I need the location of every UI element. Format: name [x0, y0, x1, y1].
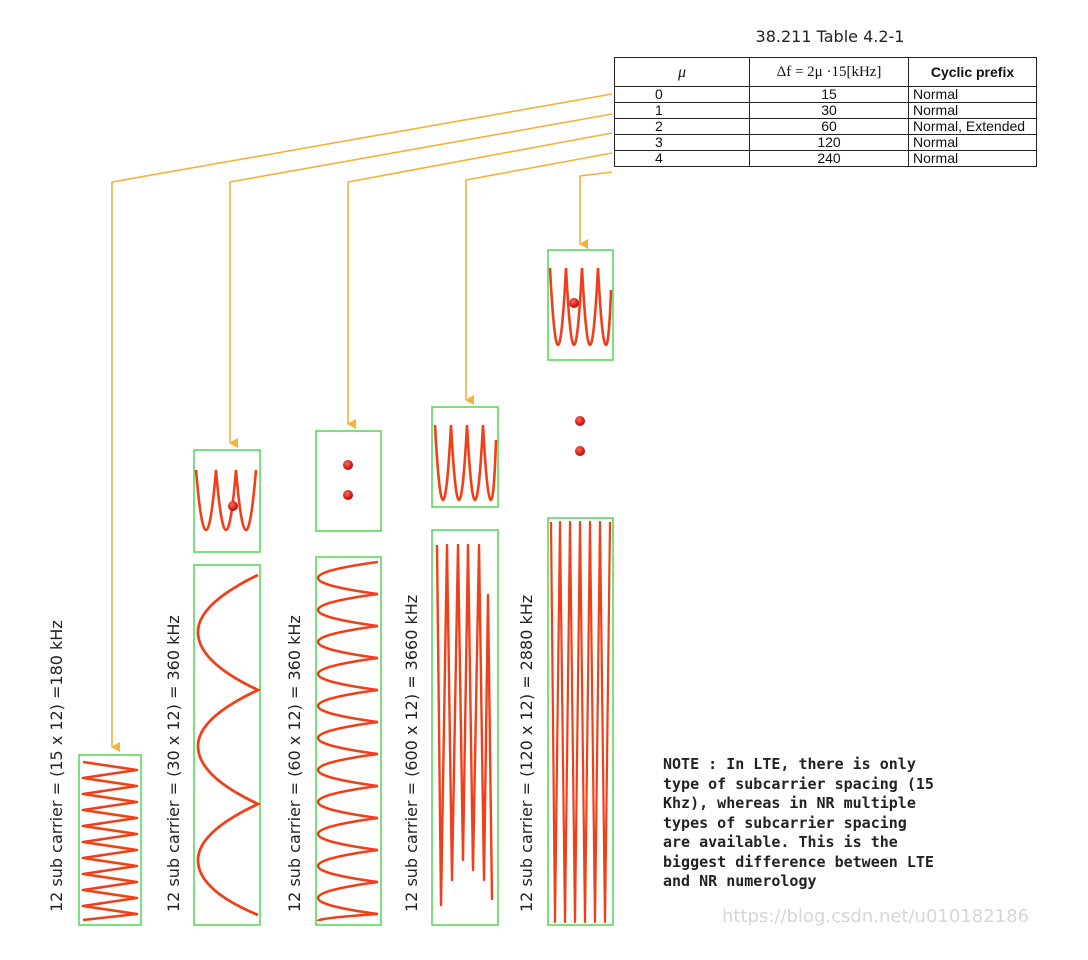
label-mu4-bandwidth: 12 sub carrier = (120 x 12) = 2880 kHz — [517, 594, 536, 912]
table-row: 4 240 Normal — [614, 150, 1037, 167]
column-mu4-dots — [575, 416, 585, 456]
arrow-row-1 — [229, 113, 613, 448]
column-mu2-wave — [315, 556, 382, 926]
table-header-row: μ Δf = 2μ ·15[kHz] Cyclic prefix — [614, 57, 1037, 87]
table-row: 1 30 Normal — [614, 102, 1037, 119]
cell-spacing: 120 — [749, 134, 909, 151]
label-mu1-bandwidth: 12 sub carrier = (30 x 12) = 360 kHz — [164, 615, 183, 912]
table-row: 0 15 Normal — [614, 86, 1037, 103]
column-mu1-small-wave — [193, 449, 261, 553]
label-mu3-bandwidth: 12 sub carrier = (600 x 12) = 3660 kHz — [402, 594, 421, 912]
cell-spacing: 15 — [749, 86, 909, 103]
column-mu4-wave — [547, 517, 614, 926]
column-mu4-small-wave — [547, 249, 614, 361]
column-mu1-wave — [193, 564, 262, 926]
cell-mu: 2 — [614, 118, 750, 135]
watermark: https://blog.csdn.net/u010182186 — [722, 906, 1030, 927]
header-mu: μ — [614, 57, 750, 87]
cell-mu: 1 — [614, 102, 750, 119]
label-mu0-bandwidth: 12 sub carrier = (15 x 12) =180 kHz — [47, 620, 66, 912]
label-mu2-bandwidth: 12 sub carrier = (60 x 12) = 360 kHz — [285, 615, 304, 912]
cell-cyclic-prefix: Normal, Extended — [908, 118, 1037, 135]
cell-spacing: 30 — [749, 102, 909, 119]
table-row: 2 60 Normal, Extended — [614, 118, 1037, 135]
column-mu3-small-wave — [431, 406, 499, 508]
cell-mu: 3 — [614, 134, 750, 151]
cell-spacing: 60 — [749, 118, 909, 135]
cell-cyclic-prefix: Normal — [908, 86, 1037, 103]
note-text: NOTE : In LTE, there is only type of sub… — [663, 755, 934, 890]
table-row: 3 120 Normal — [614, 134, 1037, 151]
header-subcarrier-spacing: Δf = 2μ ·15[kHz] — [749, 57, 909, 87]
arrow-row-4 — [579, 171, 613, 249]
cell-spacing: 240 — [749, 150, 909, 167]
cell-mu: 0 — [614, 86, 750, 103]
cell-cyclic-prefix: Normal — [908, 134, 1037, 151]
arrow-row-2 — [347, 132, 613, 429]
arrow-row-3 — [465, 152, 613, 405]
arrow-row-0 — [111, 93, 613, 752]
column-mu3-wave — [431, 529, 499, 926]
numerology-table: μ Δf = 2μ ·15[kHz] Cyclic prefix 0 15 No… — [614, 57, 1037, 167]
column-mu0-wave — [78, 754, 142, 926]
header-cyclic-prefix: Cyclic prefix — [908, 57, 1037, 87]
cell-cyclic-prefix: Normal — [908, 150, 1037, 167]
table-title: 38.211 Table 4.2-1 — [755, 27, 905, 46]
cell-mu: 4 — [614, 150, 750, 167]
column-mu2-dots — [315, 430, 382, 532]
cell-cyclic-prefix: Normal — [908, 102, 1037, 119]
